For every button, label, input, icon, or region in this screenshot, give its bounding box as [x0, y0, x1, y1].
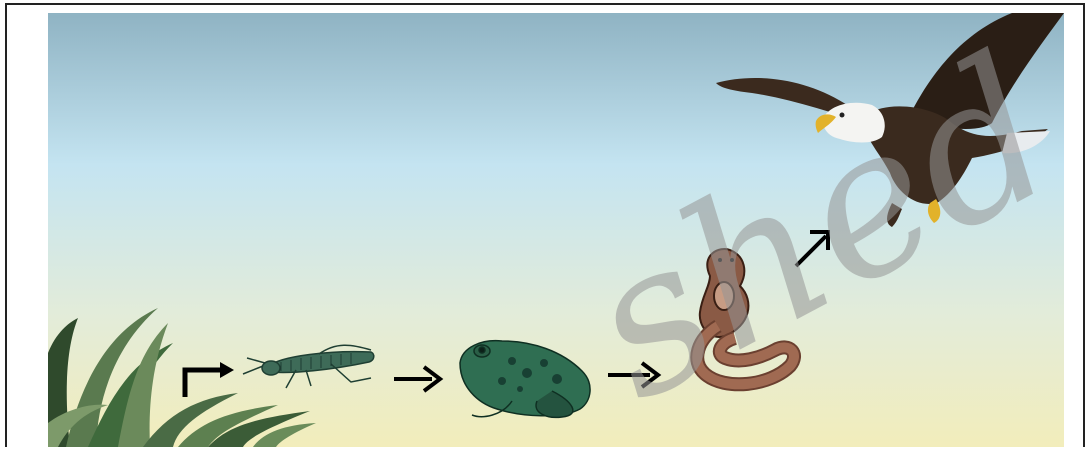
frog-icon: [452, 331, 600, 421]
grasshopper-icon: [241, 338, 386, 393]
elbow-arrow-icon: [180, 361, 236, 399]
right-arrow-icon: [392, 363, 444, 395]
